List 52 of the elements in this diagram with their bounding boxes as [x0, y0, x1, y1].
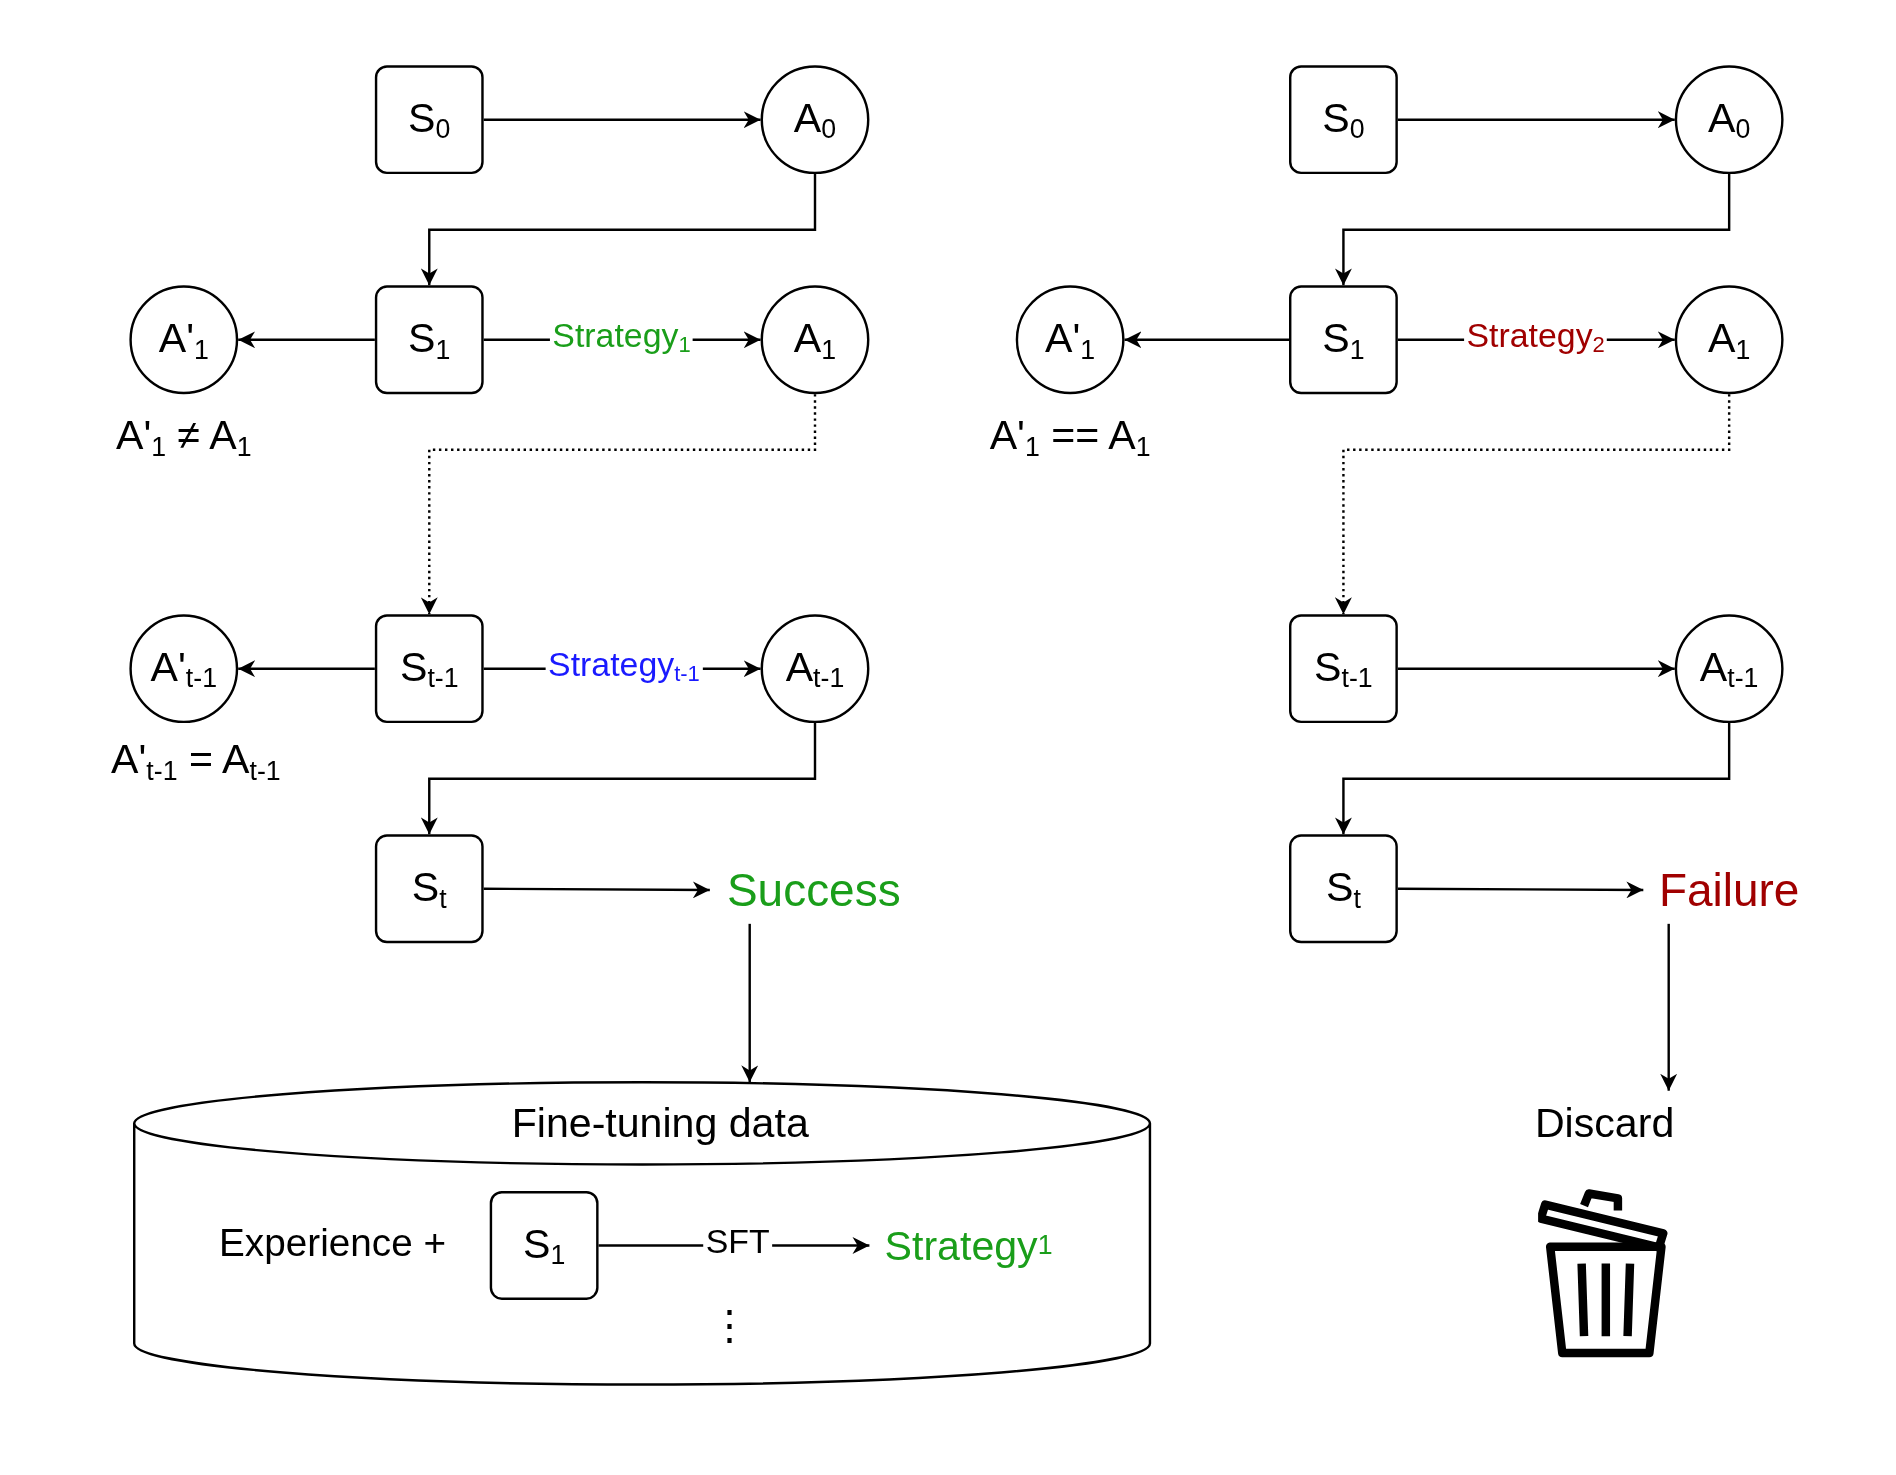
action-text: Discard — [1523, 1097, 1686, 1147]
dotted-arrow — [420, 394, 817, 615]
state-box — [1289, 285, 1398, 395]
arrow — [420, 174, 817, 286]
node-label: A'$_{1}$ — [1045, 316, 1096, 364]
arrow — [1334, 723, 1731, 835]
node-label: S$_{t-1}$ — [399, 645, 459, 692]
arrow — [420, 723, 817, 835]
node-label: A$_{0}$ — [793, 96, 837, 144]
node-label: A$_{1}$ — [793, 316, 837, 364]
arrow — [1660, 923, 1678, 1091]
node-label: S$_{1}$ — [1322, 316, 1365, 364]
arrow — [1397, 111, 1675, 129]
node-label: S$_{0}$ — [1322, 96, 1365, 144]
state-box — [1289, 834, 1398, 944]
node-label: A'$_{1}$ — [158, 316, 209, 364]
node-label: A$_{t-1}$ — [1699, 645, 1759, 692]
arrow — [1397, 660, 1675, 678]
condition-label: A'$_{1}$ ≠ A$_{1}$ — [116, 413, 252, 463]
node-label: A$_{1}$ — [1708, 316, 1751, 364]
node-label: A'$_{t-1}$ — [150, 645, 218, 692]
text-label: Experience + — [219, 1221, 446, 1265]
node-label: S$_{0}$ — [408, 96, 451, 144]
ellipsis-mark: ⋮ — [708, 1303, 750, 1350]
state-box — [374, 834, 484, 944]
arrow — [1397, 881, 1644, 899]
node-label: S$_{t-1}$ — [1314, 645, 1373, 692]
cylinder-title: Fine-tuning data — [511, 1100, 809, 1146]
arrow — [238, 660, 375, 678]
arrow — [1334, 174, 1731, 286]
arrow — [238, 331, 375, 349]
node-label: S$_{t}$ — [411, 865, 447, 913]
node-label: S$_{t}$ — [1326, 865, 1361, 913]
state-box — [489, 1191, 599, 1300]
arrow — [1124, 331, 1289, 349]
arrow — [741, 923, 759, 1083]
state-box — [374, 65, 484, 175]
node-label: A$_{t-1}$ — [785, 645, 845, 692]
arrow — [483, 881, 710, 899]
state-box — [374, 614, 484, 724]
state-box — [374, 285, 484, 395]
state-box — [1289, 614, 1398, 724]
condition-label: A'$_{t-1}$ = A$_{t-1}$ — [111, 737, 281, 787]
condition-label: A'$_{1}$ == A$_{1}$ — [989, 413, 1151, 463]
node-label: A$_{0}$ — [1708, 96, 1751, 144]
node-label: S$_{1}$ — [408, 316, 451, 364]
arrow — [483, 111, 761, 129]
outcome-text: Failure — [1650, 863, 1808, 917]
outcome-text: Success — [717, 863, 911, 917]
state-box — [1289, 65, 1398, 175]
node-label: S$_{1}$ — [523, 1222, 566, 1269]
dotted-arrow — [1334, 394, 1731, 615]
